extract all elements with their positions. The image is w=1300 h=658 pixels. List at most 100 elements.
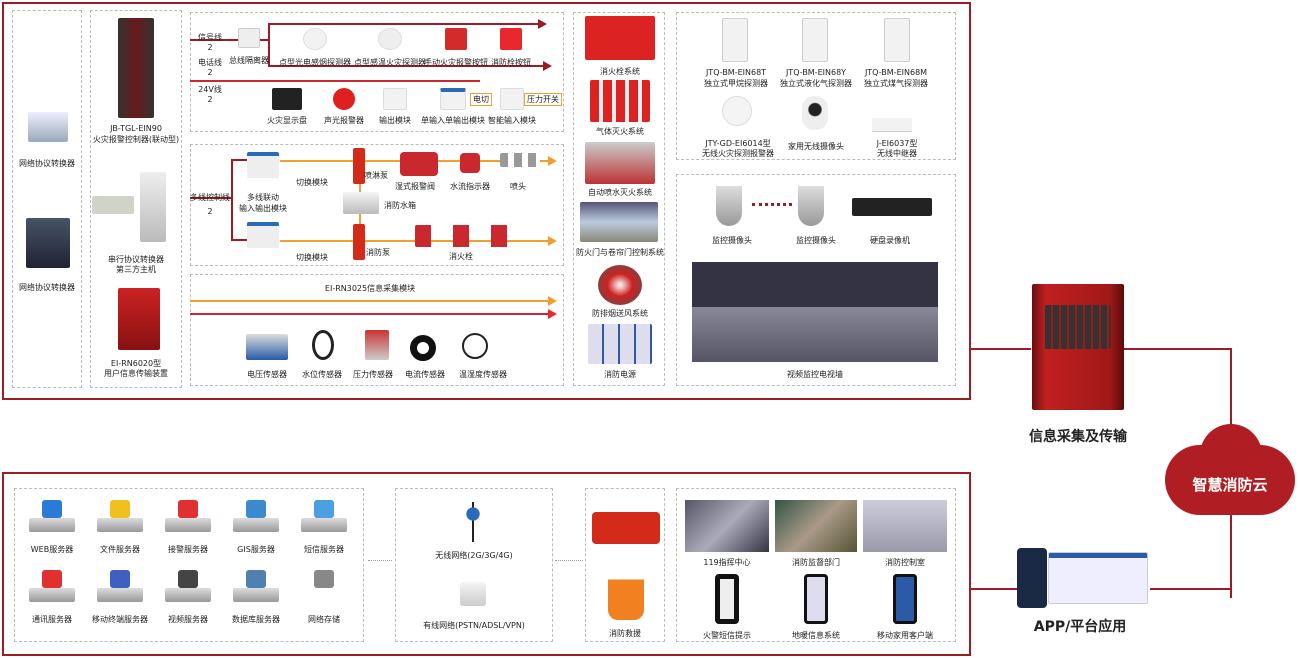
server-service-icon: [178, 570, 198, 588]
device-label: 智能输入模块: [488, 116, 536, 125]
wired-network-icon: [460, 582, 486, 606]
device-label: 输出模块: [379, 116, 411, 125]
system-label: 防排烟送风系统: [592, 309, 648, 318]
detector-label: 独立式甲烷探测器: [704, 79, 768, 88]
server-service-icon: [42, 500, 62, 518]
system-label: 防火门与卷帘门控制系统: [576, 248, 664, 257]
center-label: 火警短信提示: [703, 631, 751, 640]
sensor-label: 电流传感器: [405, 370, 445, 379]
server-service-icon: [314, 500, 334, 518]
protocol-converter-image: [28, 112, 68, 142]
center-label: 移动家用客户端: [877, 631, 933, 640]
voltage-sensor-icon: [246, 334, 288, 360]
system-label: 消防电源: [604, 370, 636, 379]
platform-screen-image: [1048, 552, 1148, 604]
device-label: 单输入单输出模块: [421, 116, 485, 125]
server-rack-icon: [29, 588, 75, 602]
center-panel: [676, 488, 956, 642]
server-label: 通讯服务器: [32, 615, 72, 624]
video-wall-label: 视频监控电视墙: [787, 370, 843, 379]
multi-control-line-label: 多线控制线: [190, 193, 230, 202]
hydrant-label: 消火栓: [449, 252, 473, 261]
switch-module-label: 切换模块: [296, 178, 328, 187]
nvr-icon: [852, 198, 932, 216]
wireless-fire-detector-image: [722, 96, 752, 126]
wireless-tower-icon: [458, 502, 488, 542]
phone-client-icon: [893, 574, 917, 624]
control-room-photo: [863, 500, 947, 552]
controller-label: EI-RN6020型: [110, 359, 162, 368]
smoke-exhaust-fan-image: [598, 265, 642, 305]
gas-detector-image: [884, 18, 910, 62]
detector-panel: [676, 12, 956, 160]
third-party-host-image: [140, 172, 166, 242]
controller-label: 火灾报警控制器(联动型): [92, 135, 180, 144]
current-sensor-icon: [410, 335, 436, 361]
platform-frame: [2, 472, 971, 656]
camera-label: 监控摄像头: [796, 236, 836, 245]
system-label: 消火栓系统: [600, 67, 640, 76]
collector-module-title: EI-RN3025信息采集模块: [324, 284, 416, 293]
water-level-sensor-icon: [312, 330, 334, 360]
device-label: 手动火灾报警按钮: [424, 58, 488, 67]
flow-indicator-icon: [460, 153, 480, 173]
center-label: 119指挥中心: [703, 558, 751, 567]
converter-label: 网络协议转换器: [19, 159, 75, 168]
sensor-label: 温湿度传感器: [459, 370, 507, 379]
fire-power-image: [588, 324, 652, 364]
server-service-icon: [110, 570, 130, 588]
controller-label: 第三方主机: [116, 265, 156, 274]
server-rack-icon: [29, 518, 75, 532]
camera-label: 监控摄像头: [712, 236, 752, 245]
detector-label: J-EI6037型: [876, 139, 918, 148]
server-rack-icon: [165, 588, 211, 602]
user-transmission-device: [118, 288, 160, 350]
monitoring-frame: [2, 2, 971, 400]
power-cut-tag: 电切: [470, 93, 492, 106]
device-label: 火灾显示盘: [267, 116, 307, 125]
center-label: 消防控制室: [885, 558, 925, 567]
firefighter-icon: [608, 566, 644, 620]
system-label: 自动喷水灭火系统: [588, 188, 652, 197]
wired-network-label: 有线网络(PSTN/ADSL/VPN): [423, 621, 525, 630]
device-label: 点型光电感烟探测器: [279, 58, 351, 67]
water-tank-icon: [343, 192, 379, 214]
rescue-panel: [585, 488, 665, 642]
supervision-photo: [775, 500, 857, 552]
fire-controller-cabinet: [118, 18, 154, 118]
wet-valve-label: 湿式报警阀: [395, 182, 435, 191]
phone-line-label: 电话线: [198, 58, 222, 67]
server-rack-icon: [233, 588, 279, 602]
dome-camera-icon: [798, 186, 824, 226]
server-rack-icon: [233, 518, 279, 532]
wet-alarm-valve-icon: [400, 152, 438, 176]
serial-converter-image: [92, 196, 134, 214]
nvr-label: 硬盘录像机: [870, 236, 910, 245]
phone-image: [1017, 548, 1047, 608]
server-rack-icon: [165, 518, 211, 532]
pressure-sensor-icon: [365, 330, 389, 360]
collector-keypad: [1045, 305, 1111, 349]
switch-module-icon: [247, 152, 279, 178]
dome-camera-icon: [716, 186, 742, 226]
converter-panel: [12, 10, 82, 388]
wireless-network-label: 无线网络(2G/3G/4G): [435, 551, 513, 560]
hydrant-button-icon: [500, 28, 522, 50]
flow-indicator-label: 水流指示器: [450, 182, 490, 191]
center-label: 地暖信息系统: [792, 631, 840, 640]
converter-label: 网络协议转换器: [19, 283, 75, 292]
linkage-panel: [190, 144, 564, 266]
humidity-sensor-icon: [462, 333, 488, 359]
server-label: 视频服务器: [168, 615, 208, 624]
detector-label: JTQ-BM-EIN68T: [705, 68, 767, 77]
hydrant-system-image: [585, 16, 655, 60]
detector-label: JTQ-BM-EIN68M: [864, 68, 928, 77]
bus-panel: [190, 12, 564, 132]
sprinkler-system-image: [585, 142, 655, 184]
pressure-switch-tag: 压力开关: [524, 93, 562, 106]
server-rack-icon: [97, 518, 143, 532]
bus-isolator-label: 总线隔离器: [229, 56, 269, 65]
server-rack-icon: [97, 588, 143, 602]
spray-pump-label: 喷淋泵: [364, 171, 388, 180]
linkage-module-label: 输入输出模块: [239, 204, 287, 213]
